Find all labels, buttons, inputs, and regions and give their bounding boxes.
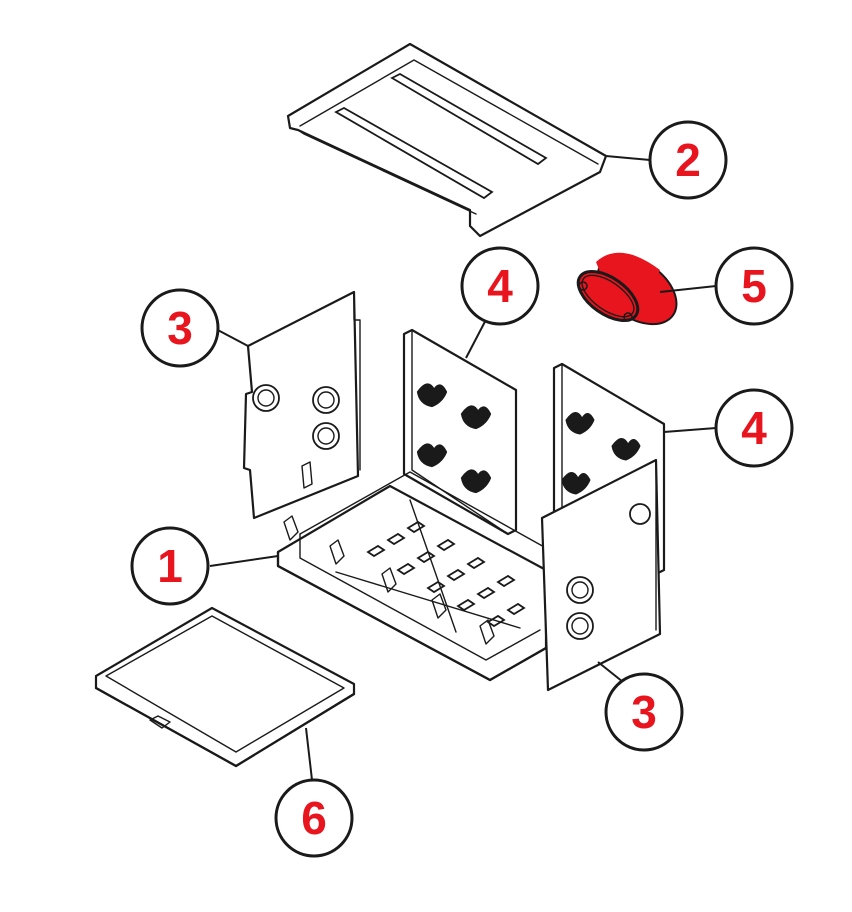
ash-pan bbox=[94, 606, 356, 768]
callout-4-right: 4 bbox=[714, 388, 794, 468]
callout-circle bbox=[130, 526, 210, 606]
callout-circle bbox=[460, 246, 540, 326]
base-grate bbox=[276, 471, 548, 682]
callout-number: 4 bbox=[741, 402, 767, 454]
callout-5: 5 bbox=[714, 246, 794, 326]
callout-6: 6 bbox=[274, 778, 354, 858]
callout-number: 3 bbox=[631, 686, 657, 738]
callout-circle bbox=[714, 246, 794, 326]
callout-number: 1 bbox=[157, 540, 183, 592]
callout-number: 6 bbox=[301, 792, 327, 844]
callout-number: 4 bbox=[487, 260, 513, 312]
left-side-panel bbox=[242, 290, 361, 520]
callout-circle bbox=[274, 778, 354, 858]
callout-2: 2 bbox=[648, 120, 728, 200]
callout-number: 3 bbox=[167, 302, 193, 354]
callout-circle bbox=[140, 288, 220, 368]
callout-circle bbox=[714, 388, 794, 468]
collar-ring bbox=[576, 252, 678, 326]
top-baffle-plate bbox=[286, 42, 608, 238]
callout-circle bbox=[648, 120, 728, 200]
callout-1: 1 bbox=[130, 526, 210, 606]
callout-3-right: 3 bbox=[604, 672, 684, 752]
callout-number: 5 bbox=[741, 260, 767, 312]
right-side-panel bbox=[540, 458, 662, 692]
callout-4-upper: 4 bbox=[460, 246, 540, 326]
callout-circle bbox=[604, 672, 684, 752]
callout-number: 2 bbox=[675, 134, 701, 186]
callout-3-left: 3 bbox=[140, 288, 220, 368]
left-rear-liner bbox=[402, 328, 518, 536]
